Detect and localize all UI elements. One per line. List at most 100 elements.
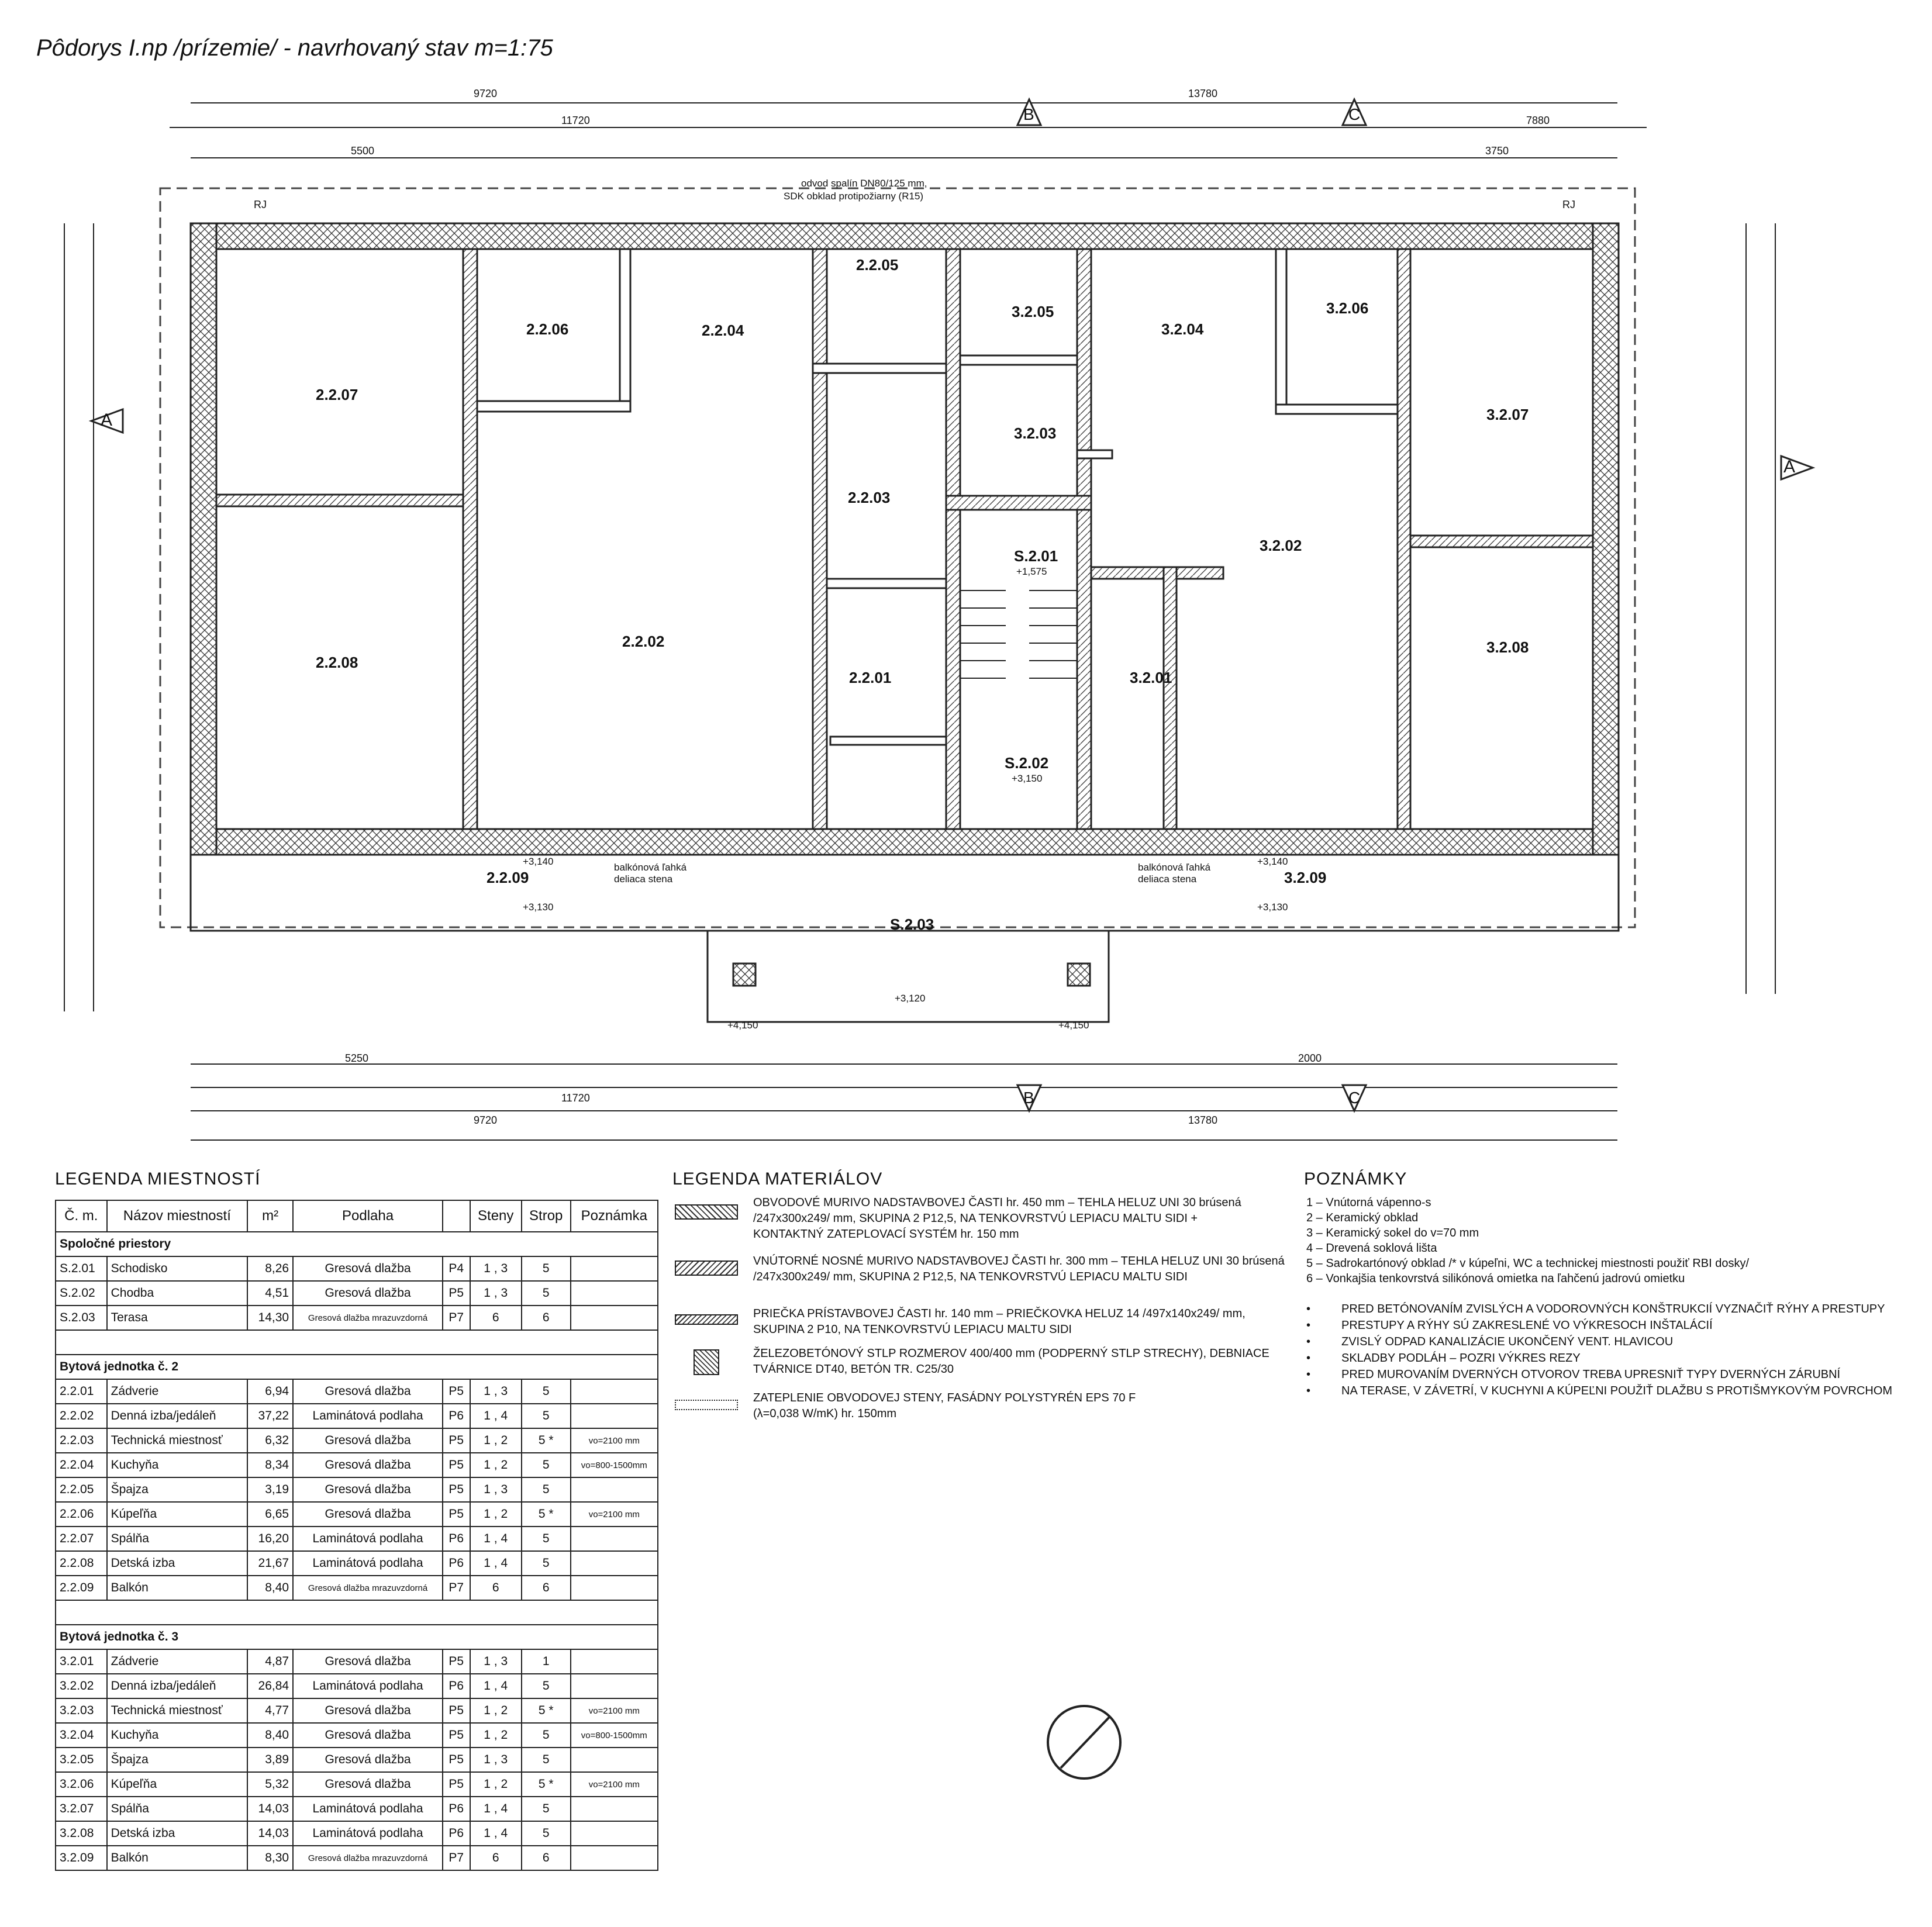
- material-2-line-1: VNÚTORNÉ NOSNÉ MURIVO NADSTAVBOVEJ ČASTI…: [753, 1255, 1285, 1268]
- cell-floor: Gresová dlažba: [292, 1452, 443, 1478]
- swatch-concrete-column: [694, 1349, 719, 1375]
- cell-area: 8,26: [247, 1256, 294, 1282]
- cell-note: [570, 1649, 659, 1674]
- cell-ceiling: 5: [520, 1452, 571, 1478]
- cell-note: [570, 1821, 659, 1846]
- room-legend-table-wrap: Č. m. Názov miestností m² Podlaha Steny …: [55, 1200, 659, 1871]
- cell-area: 16,20: [247, 1526, 294, 1552]
- partitions: [476, 248, 1399, 746]
- cell-ceiling: 5 *: [520, 1501, 571, 1527]
- cell-name: Denná izba/jedáleň: [106, 1403, 249, 1429]
- cell-floor: Laminátová podlaha: [292, 1526, 443, 1552]
- cell-note: [570, 1845, 659, 1871]
- dim-bot-1a: 5250: [345, 1052, 369, 1064]
- cell-floor: Gresová dlažba mrazuvzdorná: [292, 1305, 443, 1331]
- cell-floor: Gresová dlažba: [292, 1280, 443, 1306]
- swatch-partition: [675, 1314, 738, 1325]
- cell-floor-code: P6: [442, 1821, 471, 1846]
- section-c-bottom: C: [1348, 1089, 1361, 1107]
- bullet-5: PRED MUROVANÍM DVERNÝCH OTVOROV TREBA UP…: [1341, 1368, 1841, 1381]
- bullet-1: PRED BETÓNOVANÍM ZVISLÝCH A VODOROVNÝCH …: [1341, 1303, 1885, 1315]
- cell-area: 8,34: [247, 1452, 294, 1478]
- cell-number: 3.2.04: [55, 1722, 108, 1748]
- cell-floor-code: P5: [442, 1452, 471, 1478]
- legend-group-row: Bytová jednotka č. 3: [55, 1624, 658, 1650]
- section-c-top: C: [1348, 105, 1361, 123]
- cell-walls: 1 , 4: [469, 1403, 522, 1429]
- room-s-2-02: S.2.02: [1005, 754, 1049, 772]
- dim-bot-4a: 9720: [474, 1114, 498, 1126]
- material-2: VNÚTORNÉ NOSNÉ MURIVO NADSTAVBOVEJ ČASTI…: [753, 1253, 1285, 1285]
- material-2-line-2: /247x300x249/ mm, SKUPINA 2 P12,5, NA TE…: [753, 1270, 1188, 1283]
- room-2-2-01: 2.2.01: [849, 669, 892, 686]
- cell-floor: Laminátová podlaha: [292, 1673, 443, 1699]
- cell-ceiling: 5: [520, 1722, 571, 1748]
- cell-walls: 1 , 3: [469, 1477, 522, 1503]
- room-3-2-03: 3.2.03: [1014, 424, 1057, 442]
- legend-group-title: Bytová jednotka č. 2: [55, 1354, 658, 1380]
- cell-walls: 1 , 2: [469, 1452, 522, 1478]
- legend-group-title: Spoločné priestory: [55, 1231, 658, 1257]
- balconies: [189, 854, 1620, 1023]
- legend-group-title: Bytová jednotka č. 3: [55, 1624, 658, 1650]
- room-3-2-01: 3.2.01: [1130, 669, 1172, 686]
- legend-spacer-cell: [55, 1600, 658, 1625]
- material-5-line-1: ZATEPLENIE OBVODOVEJ STENY, FASÁDNY POLY…: [753, 1391, 1136, 1404]
- drawing-title: Pôdorys I.np /prízemie/ - navrhovaný sta…: [36, 35, 553, 61]
- cell-name: Balkón: [106, 1575, 249, 1601]
- cell-name: Denná izba/jedáleň: [106, 1673, 249, 1699]
- room-2-2-09: 2.2.09: [487, 869, 529, 886]
- cell-ceiling: 5: [520, 1550, 571, 1576]
- flue-note: odvod spalín DN80/125 mm,: [801, 178, 927, 189]
- legend-group-row: Spoločné priestory: [55, 1231, 658, 1257]
- cell-name: Technická miestnosť: [106, 1428, 249, 1453]
- room-legend-table: Č. m. Názov miestností m² Podlaha Steny …: [55, 1200, 659, 1871]
- col-number: Č. m.: [55, 1200, 108, 1232]
- swatch-insulation: [675, 1400, 738, 1410]
- cell-floor: Laminátová podlaha: [292, 1550, 443, 1576]
- level-s201: +1,575: [1016, 566, 1047, 577]
- section-a-right: A: [1783, 457, 1796, 476]
- legend-spacer-row: [55, 1600, 658, 1625]
- room-2-2-07: 2.2.07: [316, 386, 358, 403]
- cell-name: Schodisko: [106, 1256, 249, 1282]
- cell-note: [570, 1575, 659, 1601]
- cell-ceiling: 5: [520, 1747, 571, 1773]
- cell-note: [570, 1673, 659, 1699]
- cell-number: 3.2.01: [55, 1649, 108, 1674]
- cell-ceiling: 5: [520, 1673, 571, 1699]
- cell-floor-code: P5: [442, 1722, 471, 1748]
- col-note: Poznámka: [570, 1200, 659, 1232]
- cell-walls: 6: [469, 1845, 522, 1871]
- cell-number: 3.2.06: [55, 1771, 108, 1797]
- cell-area: 8,30: [247, 1845, 294, 1871]
- cell-number: S.2.01: [55, 1256, 108, 1282]
- cell-note: [570, 1477, 659, 1503]
- cell-floor: Gresová dlažba: [292, 1747, 443, 1773]
- cell-name: Zádverie: [106, 1379, 249, 1404]
- cell-number: 2.2.08: [55, 1550, 108, 1576]
- cell-number: 2.2.04: [55, 1452, 108, 1478]
- cell-walls: 1 , 4: [469, 1526, 522, 1552]
- material-3-line-2: SKUPINA 2 P10, NA TENKOVRSTVÚ LEPIACU MA…: [753, 1323, 1072, 1336]
- cell-area: 6,65: [247, 1501, 294, 1527]
- cell-name: Chodba: [106, 1280, 249, 1306]
- cell-ceiling: 5 *: [520, 1428, 571, 1453]
- note-1: 1 – Vnútorná vápenno-s: [1306, 1196, 1431, 1209]
- cell-note: [570, 1280, 659, 1306]
- col-ceiling: Strop: [520, 1200, 571, 1232]
- cell-area: 37,22: [247, 1403, 294, 1429]
- cell-note: [570, 1379, 659, 1404]
- swatch-exterior-wall: [675, 1204, 738, 1220]
- cell-name: Kuchyňa: [106, 1452, 249, 1478]
- bullet-dot-6: •: [1306, 1384, 1311, 1397]
- cell-number: 2.2.06: [55, 1501, 108, 1527]
